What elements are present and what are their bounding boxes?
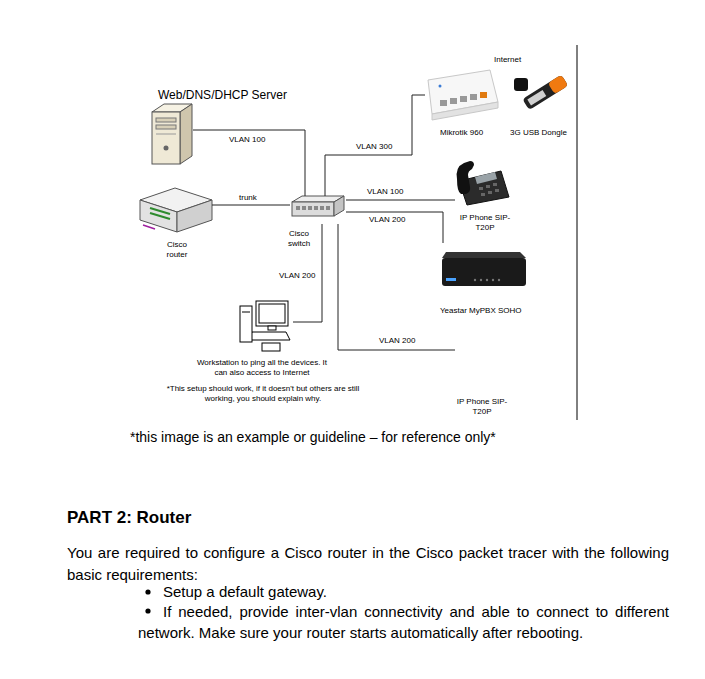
switch-icon-part [292, 202, 334, 216]
workstation-icon-part [259, 304, 285, 323]
router-node: Cisco router [140, 188, 212, 233]
mikrotik-icon-part [440, 100, 447, 106]
vlan-label: VLAN 200 [378, 336, 416, 346]
network-link [325, 95, 425, 196]
network-link [193, 130, 305, 196]
device-label: Mikrotik 960 [440, 128, 483, 138]
body-paragraph: You are required to configure a Cisco ro… [67, 542, 669, 586]
mikrotik-icon-part [470, 94, 477, 100]
device-label: Cisco router [161, 240, 193, 259]
switch-node: Cisco switch [290, 196, 346, 224]
mikrotik-icon-part [480, 92, 487, 98]
mikrotik-node: Mikrotik 960 [425, 68, 499, 120]
switch-icon-part [314, 206, 318, 210]
internet-label: Internet [494, 55, 521, 65]
device-label: IP Phone SIP-T20P [451, 397, 513, 416]
server-icon-part [180, 104, 192, 164]
mikrotik-icon [428, 70, 498, 120]
figure-caption: *this image is an example or guideline –… [130, 429, 496, 446]
workstation-icon-part [256, 301, 288, 326]
pbx-icon [442, 252, 526, 286]
bullet-item: If needed, provide inter-vlan connectivi… [138, 601, 669, 643]
network-link [346, 212, 443, 243]
router-icon-part [150, 213, 170, 219]
usb-dongle-icon-part [514, 78, 528, 91]
server-icon-part [156, 125, 176, 129]
vlan-label: VLAN 200 [278, 271, 316, 281]
workstation-node: Workstation to ping all the devices. It … [238, 300, 293, 355]
server-icon-part [156, 134, 176, 135]
note-text: *This setup should work, if it doesn't b… [157, 384, 369, 403]
workstation-icon-part [262, 343, 280, 351]
vlan-label: trunk [238, 193, 258, 203]
switch-icon-part [296, 206, 300, 210]
switch-icon-part [334, 196, 344, 216]
ip-phone-node: IP Phone SIP-T20P [455, 337, 510, 387]
usb-dongle-icon-part-part [522, 75, 568, 110]
router-icon-part [177, 200, 212, 232]
dongle-node: 3G USB Dongle [512, 70, 567, 110]
vlan-label: VLAN 100 [228, 135, 266, 145]
vlan-label: VLAN 200 [368, 215, 406, 225]
server-icon-part [156, 118, 176, 122]
ip-phone-icon [457, 161, 509, 205]
pbx-icon-part [480, 279, 482, 281]
network-link [338, 224, 455, 350]
pbx-icon-part [442, 258, 526, 286]
server-icon [152, 104, 192, 164]
divider-line [577, 45, 578, 420]
workstation-icon-part [242, 312, 250, 313]
mikrotik-icon-part [460, 96, 467, 102]
bullet-item: Setup a default gateway. [163, 582, 327, 602]
vlan-label: VLAN 100 [366, 187, 404, 197]
switch-icon-part [320, 206, 324, 210]
device-label: IP Phone SIP-T20P [454, 213, 516, 232]
device-label: Workstation to ping all the devices. It … [194, 358, 330, 377]
mikrotik-icon-part [450, 98, 457, 104]
router-icon-part [143, 225, 155, 229]
section-heading: PART 2: Router [67, 508, 191, 528]
workstation-icon-part [248, 332, 290, 340]
router-icon [140, 188, 212, 232]
network-link [346, 200, 455, 201]
workstation-icon-part [268, 326, 276, 330]
network-link [212, 205, 290, 206]
switch-icon [292, 196, 344, 216]
pbx-icon-part [474, 279, 476, 281]
server-icon-part [164, 146, 169, 151]
vlan-label: VLAN 300 [355, 142, 393, 152]
usb-dongle-icon-part-part [548, 75, 568, 95]
server-icon-part [152, 112, 180, 164]
usb-dongle-icon-part-part [527, 90, 546, 105]
bullet-dot [145, 589, 150, 594]
usb-dongle-icon-part [522, 75, 568, 110]
pbx-icon-part [442, 252, 526, 258]
workstation-icon [240, 301, 290, 351]
bullet-dot [145, 608, 150, 613]
pbx-icon-part [492, 279, 494, 281]
switch-icon-part [302, 206, 306, 210]
router-icon-part [140, 200, 177, 232]
workstation-icon-part [240, 306, 252, 342]
switch-icon-part [326, 206, 330, 210]
device-label: 3G USB Dongle [510, 128, 567, 138]
mikrotik-icon-part [439, 85, 442, 88]
device-label: Cisco switch [284, 229, 314, 248]
pbx-icon-part [498, 279, 500, 281]
pbx-node: Yeastar MyPBX SOHO [440, 243, 528, 293]
device-label: Web/DNS/DHCP Server [158, 88, 287, 102]
pbx-icon-part [486, 279, 488, 281]
usb-dongle-icon [514, 75, 568, 110]
ip-phone-node: IP Phone SIP-T20P [455, 157, 510, 205]
switch-icon-part [308, 206, 312, 210]
server-node: Web/DNS/DHCP Server [148, 105, 193, 165]
device-label: Yeastar MyPBX SOHO [440, 306, 522, 316]
pbx-icon-part [446, 278, 456, 281]
